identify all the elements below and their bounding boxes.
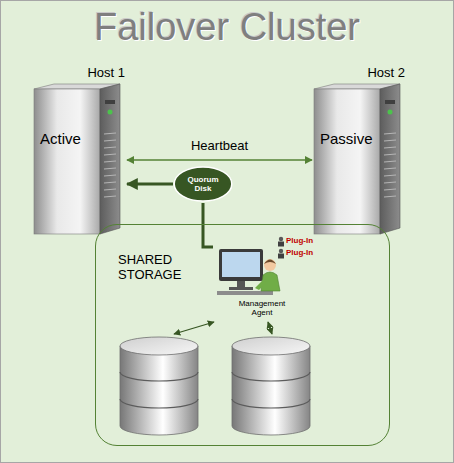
server-vent (384, 175, 396, 176)
host-label: Host 2 (367, 66, 405, 81)
plugin-icon-body (278, 242, 284, 247)
server-vent (384, 189, 396, 190)
quorum-label: Quorum Disk (183, 175, 223, 193)
storage-group: Plug-InPlug-InManagement AgentSHARED STO… (95, 224, 390, 446)
operator-hair (264, 260, 276, 265)
plugin-icon-body (278, 254, 284, 259)
database-2 (232, 337, 310, 435)
data-link (268, 322, 272, 334)
server-vent (104, 140, 116, 141)
server-role: Passive (320, 130, 373, 147)
server-vent (104, 161, 116, 162)
plugin-icon (278, 249, 284, 259)
status-led (108, 110, 113, 115)
server-vent (384, 182, 396, 183)
server-vent (104, 147, 116, 148)
server-node: Host 2 Passive (312, 66, 407, 238)
data-link (174, 322, 214, 334)
drive-bay (385, 100, 395, 104)
agent-label: Management Agent (235, 299, 289, 317)
heartbeat-link (127, 159, 312, 161)
server-vent (384, 168, 396, 169)
edge-label: Heartbeat (191, 139, 248, 154)
status-led (388, 110, 393, 115)
server-vent (384, 133, 396, 134)
server-vent (104, 154, 116, 155)
server-vent (384, 147, 396, 148)
server-role: Active (40, 130, 81, 147)
server-vent (104, 175, 116, 176)
server-front (314, 89, 380, 234)
plugin-label: Plug-In (286, 236, 313, 245)
monitor (219, 249, 263, 281)
diagram-title: Failover Cluster (0, 6, 454, 50)
server-vent (384, 140, 396, 141)
server-illustration (312, 84, 406, 238)
plugin-icon-head (279, 237, 283, 241)
drive-bay (105, 100, 115, 104)
server-vent (104, 182, 116, 183)
server-vent (104, 168, 116, 169)
operator-arm (255, 279, 266, 290)
group-label: SHARED STORAGE (118, 253, 198, 283)
agent-node: Plug-InPlug-InManagement Agent (213, 233, 317, 325)
host-label: Host 1 (87, 66, 125, 81)
server-side (100, 84, 120, 234)
server-front (34, 89, 100, 234)
server-node: Host 1 Active (32, 66, 127, 238)
quorum-disk: Quorum Disk (173, 165, 233, 203)
database-1 (120, 337, 198, 435)
server-vent (104, 189, 116, 190)
server-vent (104, 133, 116, 134)
server-vent (384, 196, 396, 197)
operator-head (264, 259, 276, 271)
keyboard (217, 291, 273, 295)
monitor-stand (237, 281, 245, 287)
server-vent (384, 161, 396, 162)
server-illustration (32, 84, 126, 238)
quorum-link (203, 203, 213, 247)
monitor-base (229, 287, 253, 290)
screen (222, 252, 260, 277)
server-side (380, 84, 400, 234)
plugin-icon-head (279, 249, 283, 253)
plugin-icon (278, 237, 284, 247)
server-vent (384, 154, 396, 155)
quorum-link (127, 183, 173, 186)
quorum-shape (174, 167, 232, 201)
server-vent (104, 196, 116, 197)
plugin-label: Plug-In (286, 248, 313, 257)
